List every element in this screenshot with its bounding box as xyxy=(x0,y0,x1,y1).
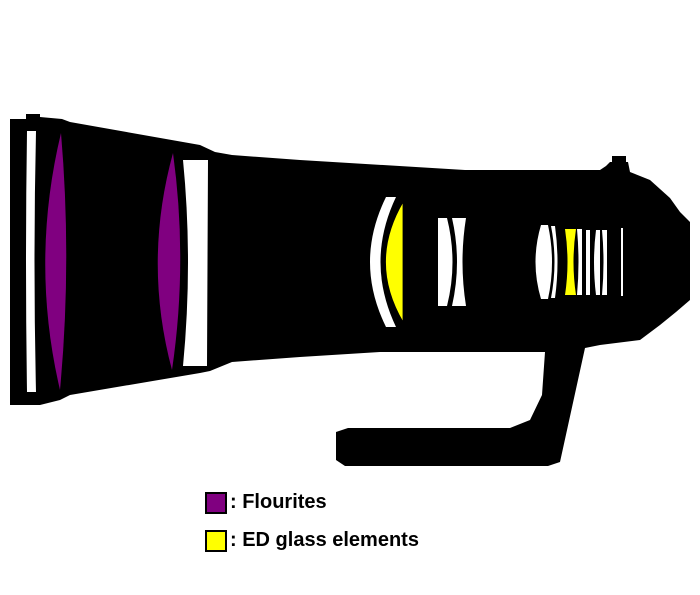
glass-element xyxy=(602,230,607,295)
knob xyxy=(612,156,626,166)
front-protective-glass xyxy=(26,131,36,392)
glass-element xyxy=(551,226,558,298)
ed-glass-element-1 xyxy=(385,200,404,324)
glass-element xyxy=(535,225,552,299)
fluorite-element-1 xyxy=(45,133,67,390)
ed-glass-element-2 xyxy=(565,229,576,295)
lens-barrel xyxy=(10,114,690,466)
rear-filter xyxy=(621,228,623,296)
glass-element xyxy=(577,229,582,295)
fluorite-swatch xyxy=(205,491,227,514)
legend-label: : ED glass elements xyxy=(230,529,419,551)
legend-item-ed-glass: : ED glass elements xyxy=(205,529,419,552)
glass-element xyxy=(594,230,600,295)
fluorite-element-2 xyxy=(157,153,181,370)
ed-glass-swatch xyxy=(205,529,227,552)
glass-element xyxy=(183,160,208,366)
legend-item-fluorites: : Flourites xyxy=(205,491,327,514)
glass-element xyxy=(586,230,590,295)
glass-doublet xyxy=(438,218,466,306)
legend-label: : Flourites xyxy=(230,491,327,513)
glass-element xyxy=(370,197,396,327)
